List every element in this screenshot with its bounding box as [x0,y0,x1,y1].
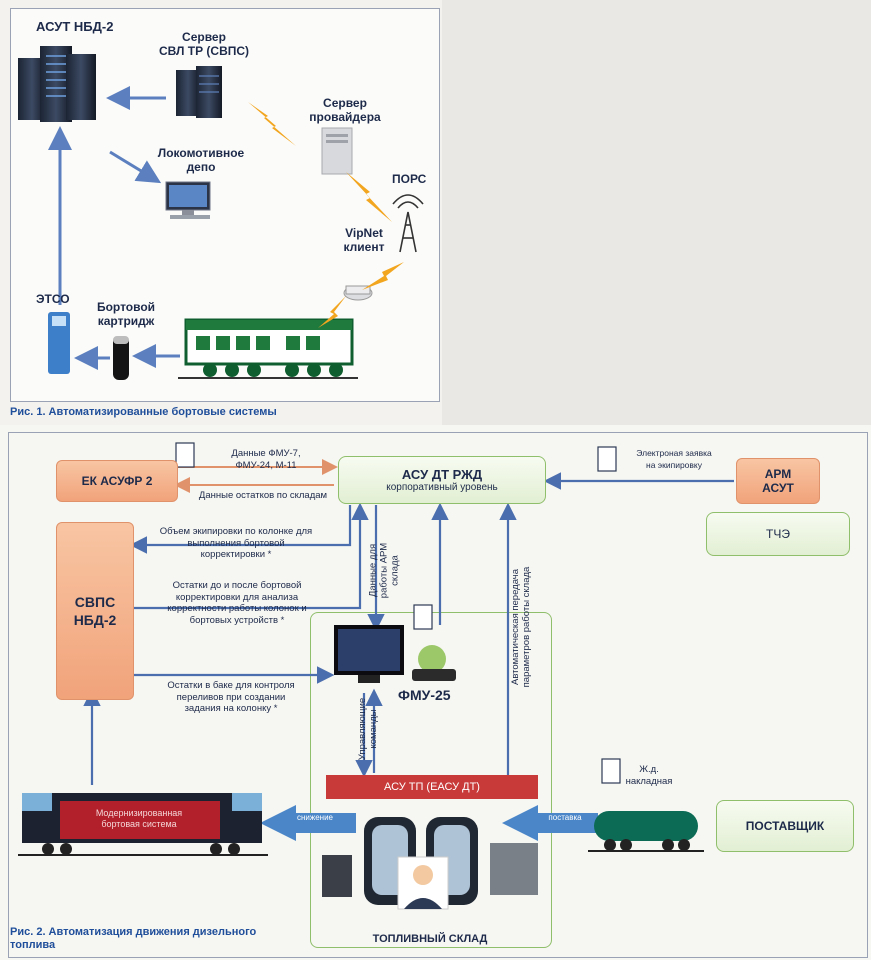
figure-2-caption: Рис. 2. Автоматизация движения дизельног… [10,926,257,951]
asut-label: АСУТ НБД-2 [36,19,114,34]
cartridge-icon [113,336,129,380]
control-cmds-note: Управляющие команды [357,697,379,761]
arm-asut-node: АРМ АСУТ [736,458,820,504]
provider-server-label: Сервер провайдера [309,96,381,124]
figure-1-caption: Рис. 1. Автоматизированные бортовые сист… [10,406,277,418]
fmu-data-note: Данные ФМУ-7, ФМУ-24, М-11 [231,448,301,471]
vipnet-label: VipNet клиент [343,226,385,254]
provider-server-icon [321,127,353,175]
input-big-arrow [502,805,598,841]
rail-waybill-note: Ж.д. накладная [625,764,673,787]
locomotive-icon [178,318,358,379]
cartridge-label: Бортовой картридж [96,300,156,328]
e-request-note: Электроная заявка на экипировку [636,448,712,470]
input-arrow-label: поставка [548,813,582,822]
ek-asufr-node: ЕК АСУФР 2 [56,460,178,502]
arm-data-note: Данные для работы АРМ склада [367,542,401,599]
asu-dt-subtitle: корпоративный уровень [386,482,498,493]
pors-label: ПОРС [392,172,427,186]
depot-label: Локомотивное депо [157,146,245,174]
document-icons [175,442,621,784]
svl-server-icon [176,66,222,118]
stock-data-note: Данные остатков по складам [198,490,328,501]
modern-locomotive-icon [18,793,268,856]
asu-tp-node: АСУ ТП (ЕАСУ ДТ) [326,775,538,799]
fmu-device-icon [412,645,456,681]
asut-server-icon [18,46,96,122]
wireless-link-icon [248,102,404,328]
output-arrow-label: снижение [296,813,334,822]
svl-server-label: Сервер СВЛ ТР (СВПС) [158,30,250,58]
figure-2-connectors [18,442,734,910]
balances-note: Остатки до и после бортовой корректировк… [167,580,307,626]
fmu25-label: ФМУ-25 [398,687,451,703]
board-system-label: Модернизированная бортовая система [95,808,183,829]
tche-node: ТЧЭ [706,512,850,556]
figure-1-graphics [18,46,424,380]
radio-tower-icon [392,194,424,253]
asu-dt-node: АСУ ДТ РЖД корпоративный уровень [338,456,546,504]
monitor-icon [334,625,404,683]
svps-node: СВПС НБД-2 [56,522,134,700]
fuel-depot-label: ТОПЛИВНЫЙ СКЛАД [372,933,488,945]
supplier-node: ПОСТАВЩИК [716,800,854,852]
auto-transfer-note: Автоматическая передача параметров работ… [510,566,532,688]
figure-2-frame [8,432,868,958]
vipnet-device-icon [343,285,373,301]
tank-car-icon [588,811,704,852]
asu-dt-title: АСУ ДТ РЖД [401,467,483,482]
output-big-arrow [260,805,356,841]
etso-label: ЭТСО [36,292,70,306]
depot-computer-icon [165,181,211,219]
tank-note: Остатки в баке для контроля переливов пр… [167,680,295,714]
volume-note: Объем экипировки по колонке для выполнен… [159,526,313,560]
operator-avatar-icon [397,856,449,910]
etso-terminal-icon [48,312,70,374]
